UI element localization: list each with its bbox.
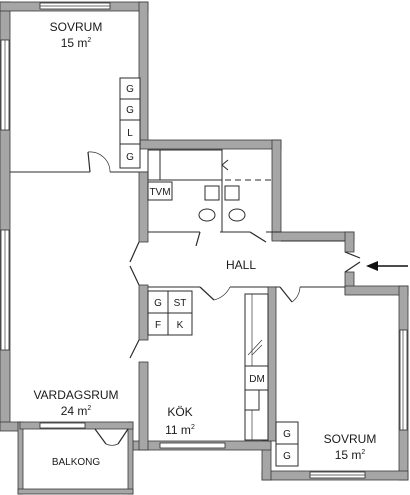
closet-column-top: G G L G bbox=[119, 77, 141, 169]
closet-column-bottom: G G bbox=[275, 421, 299, 467]
closet-bottom-0: G bbox=[283, 429, 291, 440]
laundry: TVM bbox=[149, 187, 170, 198]
closet-top-0: G bbox=[126, 84, 134, 95]
kitchen-name: KÖK bbox=[167, 405, 192, 419]
closet-top-1: G bbox=[126, 105, 134, 116]
kitchen-area: 11 m2 bbox=[165, 423, 195, 437]
closet-top-3: G bbox=[126, 152, 134, 163]
dishwasher-label: DM bbox=[249, 374, 265, 385]
kitchen-grid-0: G bbox=[154, 298, 162, 309]
entrance-arrow-icon bbox=[366, 261, 408, 271]
hall-name: HALL bbox=[226, 258, 256, 272]
bedroom-bottom-area: 15 m2 bbox=[335, 448, 366, 462]
kitchen-grid: G ST F K bbox=[147, 290, 193, 336]
kitchen-grid-3: K bbox=[177, 320, 184, 331]
closet-bottom-1: G bbox=[283, 451, 291, 462]
kitchen-grid-1: ST bbox=[174, 298, 187, 309]
bedroom-bottom-name: SOVRUM bbox=[324, 432, 377, 446]
bedroom-top-name: SOVRUM bbox=[50, 20, 103, 34]
kitchen-grid-2: F bbox=[155, 320, 161, 331]
room-labels: SOVRUM 15 m2 VARDAGSRUM 24 m2 BALKONG HA… bbox=[33, 20, 376, 468]
dishwasher: DM bbox=[244, 365, 269, 391]
balcony-name: BALKONG bbox=[52, 457, 101, 468]
doors bbox=[87, 151, 361, 446]
windows bbox=[0, 2, 408, 479]
laundry-label: TVM bbox=[149, 187, 170, 198]
living-area: 24 m2 bbox=[61, 404, 92, 418]
living-name: VARDAGSRUM bbox=[33, 388, 118, 402]
closet-top-2: L bbox=[127, 128, 133, 139]
bedroom-top-area: 15 m2 bbox=[61, 36, 92, 50]
wet-room-fixtures bbox=[147, 149, 272, 222]
